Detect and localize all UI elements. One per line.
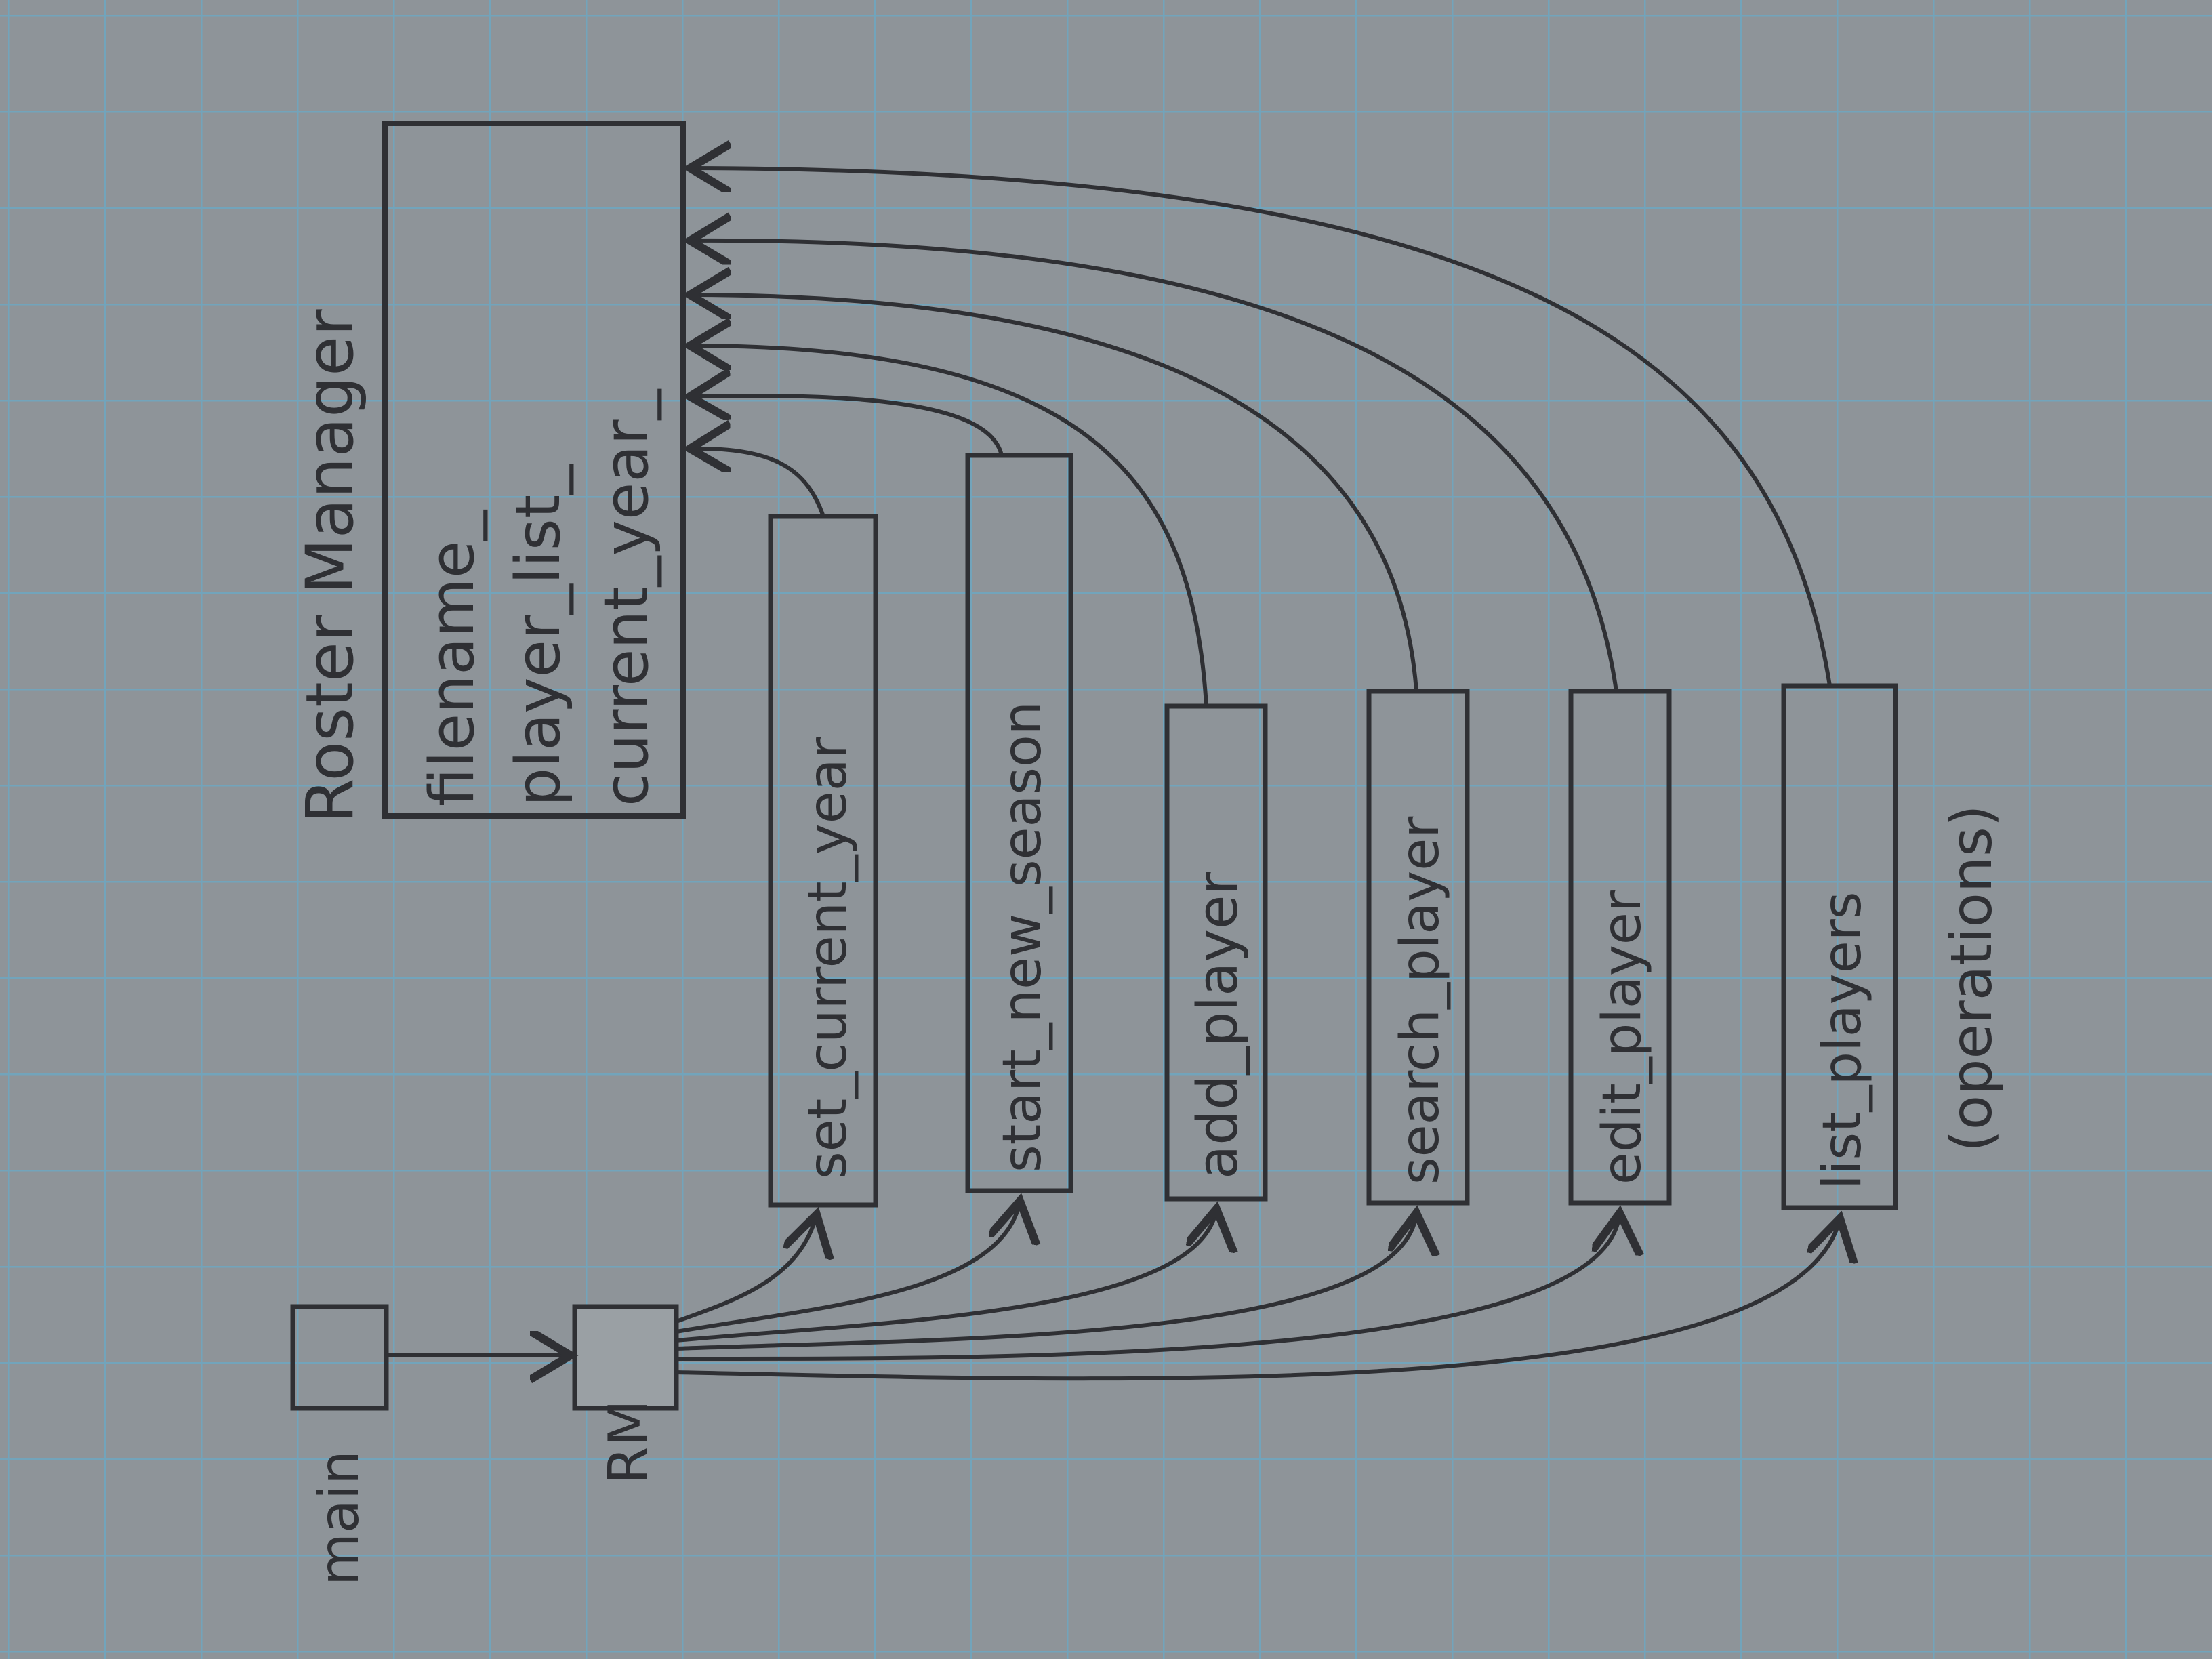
rm-box <box>572 1304 679 1411</box>
method-label: start_new_season <box>992 701 1053 1172</box>
roster-manager-class: Roster Manager filename_ player_list_ cu… <box>292 121 686 823</box>
method-label: edit_player <box>1592 890 1653 1185</box>
arrow-list-players-to-roster-manager <box>690 168 1832 688</box>
arrow-start-new-season-to-roster-manager <box>690 396 1004 457</box>
arrow-rm-to-search-player <box>674 1213 1416 1351</box>
arrow-rm-to-set-current-year <box>674 1214 817 1324</box>
method-box <box>1164 703 1268 1202</box>
arrow-rm-to-add-player <box>674 1209 1216 1343</box>
roster-manager-attr-player-list: player_list_ <box>503 464 574 806</box>
roster-manager-title: Roster Manager <box>292 309 368 823</box>
method-label: list_players <box>1812 892 1873 1189</box>
arrow-search-player-to-roster-manager <box>690 295 1418 693</box>
rm-label: RM <box>597 1399 660 1484</box>
method-box <box>1781 683 1898 1210</box>
method-label: search_player <box>1390 816 1451 1185</box>
method-label: set_current_year <box>798 736 859 1179</box>
arrow-set-current-year-to-roster-manager <box>690 449 825 518</box>
roster-manager-attr-filename: filename_ <box>417 510 488 806</box>
arrow-rm-to-list-players <box>674 1218 1840 1381</box>
arrow-rm-to-start-new-season <box>674 1201 1020 1334</box>
method-search-player: search_player <box>1366 689 1470 1206</box>
operations-note: (operations) <box>1938 804 2005 1152</box>
arrow-edit-player-to-roster-manager <box>690 241 1618 693</box>
arrow-rm-to-edit-player <box>674 1213 1620 1361</box>
method-box <box>1568 689 1672 1206</box>
method-box <box>965 453 1073 1193</box>
method-label: add_player <box>1186 872 1250 1179</box>
arrows <box>384 168 1840 1381</box>
method-edit-player: edit_player <box>1568 689 1672 1206</box>
rm-node: RM <box>572 1304 679 1484</box>
method-start-new-season: start_new_season <box>965 453 1073 1193</box>
arrow-add-player-to-roster-manager <box>690 346 1208 708</box>
main-label: main <box>308 1450 371 1586</box>
method-add-player: add_player <box>1164 703 1268 1202</box>
method-list-players: list_players <box>1781 683 1898 1210</box>
roster-manager-attr-current-year: current_year_ <box>591 389 662 806</box>
